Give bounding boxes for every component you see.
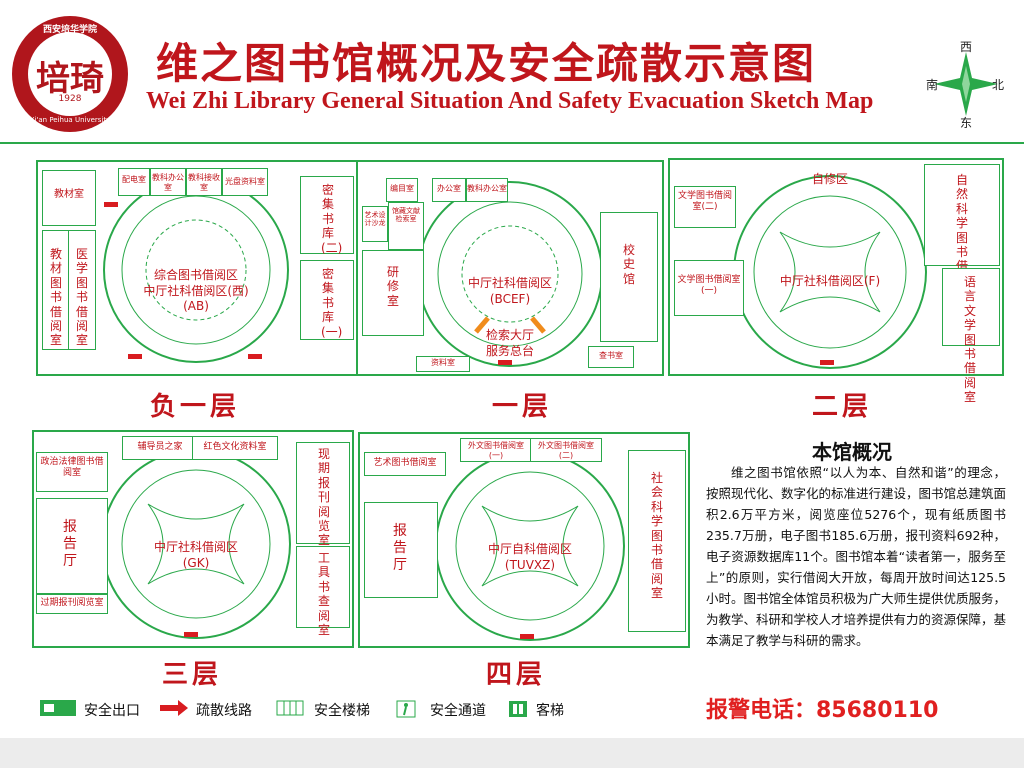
compass-star-icon — [934, 52, 998, 116]
floor-1-label: 一层 — [492, 392, 553, 422]
f2-ziran: 自然科学图书借阅室 — [924, 164, 1000, 302]
legend: 安全出口 疏散线路 安全楼梯 安全通道 客梯 — [0, 688, 700, 728]
footer-band — [0, 738, 1024, 768]
f3-hall: 中厅社科借阅区 (GK) — [153, 540, 238, 570]
evac-route-icon — [160, 700, 188, 716]
f4-yishu: 艺术图书借阅室 — [364, 452, 446, 476]
f1-ziliao: 资料室 — [416, 356, 470, 372]
logo-year: 1928 — [58, 94, 82, 104]
header: 西安培华学院 培琦 1928 Xi'an Peihua University 维… — [0, 0, 1024, 144]
floor-3-map: 辅导员之家 红色文化资料室 政治法律图书借阅室 报告厅 过期报刊阅览室 现期报刊… — [32, 430, 354, 648]
f1-bianmu: 编目室 — [386, 178, 418, 202]
f2-zixiu: 自修区 — [811, 172, 848, 186]
f1-guancang: 馆藏文献检索室 — [388, 202, 424, 250]
compass-right: 北 — [992, 78, 1005, 92]
f3-fudaoyuan: 辅导员之家 — [122, 436, 198, 460]
f1-chashu: 查书室 — [588, 346, 634, 368]
university-logo: 西安培华学院 培琦 1928 Xi'an Peihua University — [12, 16, 128, 132]
legend-stairs: 安全楼梯 — [314, 703, 370, 719]
logo-ring-text: 西安培华学院 — [42, 25, 97, 35]
title-chinese: 维之图书馆概况及安全疏散示意图 — [156, 39, 817, 88]
b1-jiaoke-recv: 教科接收室 — [186, 168, 222, 196]
floor-4-map: 艺术图书借阅室 外文图书借阅室(一) 外文图书借阅室(二) 报告厅 社会科学图书… — [358, 432, 690, 648]
f4-waiwen1: 外文图书借阅室(一) — [460, 438, 532, 462]
f2-evac-arrow-1 — [820, 360, 834, 365]
legend-passage: 安全通道 — [430, 703, 486, 719]
f4-waiwen2: 外文图书借阅室(二) — [530, 438, 602, 462]
f4-evac-arrow-1 — [520, 634, 534, 639]
f3-guoqi: 过期报刊阅览室 — [36, 594, 108, 614]
b1-hall: 综合图书借阅区 中厅社科借阅区(西) (AB) — [143, 268, 249, 314]
b1-miji2: 密集书库(二) — [300, 176, 354, 255]
passage-icon — [396, 700, 416, 718]
f3-baogao: 报告厅 — [36, 498, 108, 594]
floor-2-label: 二层 — [812, 392, 873, 422]
b1-evac-arrow-1 — [128, 354, 142, 359]
f1-jiaoke: 教科办公室 — [466, 178, 508, 202]
legend-elevator: 客梯 — [536, 703, 564, 719]
f3-xianqi: 现期报刊阅览室 — [296, 442, 350, 547]
f2-wenxue1: 文学图书借阅室(一) — [674, 260, 744, 316]
b1-evac-arrow-2 — [248, 354, 262, 359]
logo-glyph: 培琦 — [36, 59, 104, 99]
b1-yixue: 医学图书借阅室 — [68, 230, 96, 350]
compass-bottom: 东 — [960, 116, 973, 130]
b1-guangpan: 光盘资料室 — [222, 168, 268, 196]
emergency-hotline: 报警电话：85680110 — [706, 698, 939, 723]
legend-route: 疏散线路 — [196, 703, 252, 719]
f4-baogao: 报告厅 — [364, 502, 438, 598]
f1-hall: 中厅社科借阅区 (BCEF) — [467, 276, 552, 306]
compass: 西 南 北 东 — [924, 38, 1008, 130]
b1-evac-arrow-3 — [104, 202, 118, 207]
b1-jiaoke-office: 教科办公室 — [150, 168, 186, 196]
f3-gongju: 工具书查阅室 — [296, 546, 350, 637]
exit-sign-icon — [40, 700, 76, 716]
f2-hall: 中厅社科借阅区(F) — [779, 274, 881, 288]
floor-b1-label: 负一层 — [150, 392, 241, 422]
compass-top: 西 — [960, 40, 973, 54]
compass-left: 南 — [926, 78, 939, 92]
title-english: Wei Zhi Library General Situation And Sa… — [146, 88, 874, 114]
floor-3-label: 三层 — [162, 660, 223, 690]
f1-evac-arrow-1 — [498, 360, 512, 365]
f2-wenxue2: 文学图书借阅室(二) — [674, 186, 736, 228]
floor-4-label: 四层 — [486, 660, 547, 690]
elevator-icon — [509, 701, 527, 717]
f3-evac-arrow-1 — [184, 632, 198, 637]
f1-xiaoshi: 校史馆 — [600, 212, 658, 342]
overview-body: 维之图书馆依照“以人为本、自然和谐”的理念，按照现代化、数字化的标准进行建设，图… — [706, 465, 1007, 648]
stairs-icon — [276, 700, 304, 716]
b1-jiaocai-tushu: 教材图书借阅室 — [42, 230, 70, 350]
logo-bottom-text: Xi'an Peihua University — [29, 116, 111, 124]
f1-yishu: 艺术设计沙龙 — [362, 206, 388, 242]
f3-hongse: 红色文化资料室 — [192, 436, 278, 460]
floor-1-map: 编目室 办公室 教科办公室 艺术设计沙龙 馆藏文献检索室 研修室 校史馆 查书室… — [356, 160, 664, 376]
floor-2-map: 文学图书借阅室(二) 文学图书借阅室(一) 自然科学图书借阅室 语言文学图书借阅… — [668, 158, 1004, 404]
b1-miji1: 密集书库(一) — [300, 260, 354, 340]
legend-exit: 安全出口 — [84, 703, 140, 719]
f3-zhengzhi: 政治法律图书借阅室 — [36, 452, 108, 492]
f1-yanxiu: 研修室 — [362, 250, 424, 336]
b1-peidian: 配电室 — [118, 168, 150, 196]
overview-title: 本馆概况 — [812, 440, 892, 464]
b1-jiaocai: 教材室 — [42, 170, 96, 226]
floor-b1-map: 教材室 配电室 教科办公室 教科接收室 光盘资料室 密集书库(二) 密集书库(一… — [36, 160, 358, 376]
f1-office: 办公室 — [432, 178, 466, 202]
f2-yuyan: 语言文学图书借阅室 — [942, 268, 1000, 404]
f4-shehui: 社会科学图书借阅室 — [628, 450, 686, 632]
f1-service-desk: 检索大厅 服务总台 — [485, 328, 534, 358]
f4-hall: 中厅自科借阅区 (TUVXZ) — [487, 542, 572, 572]
